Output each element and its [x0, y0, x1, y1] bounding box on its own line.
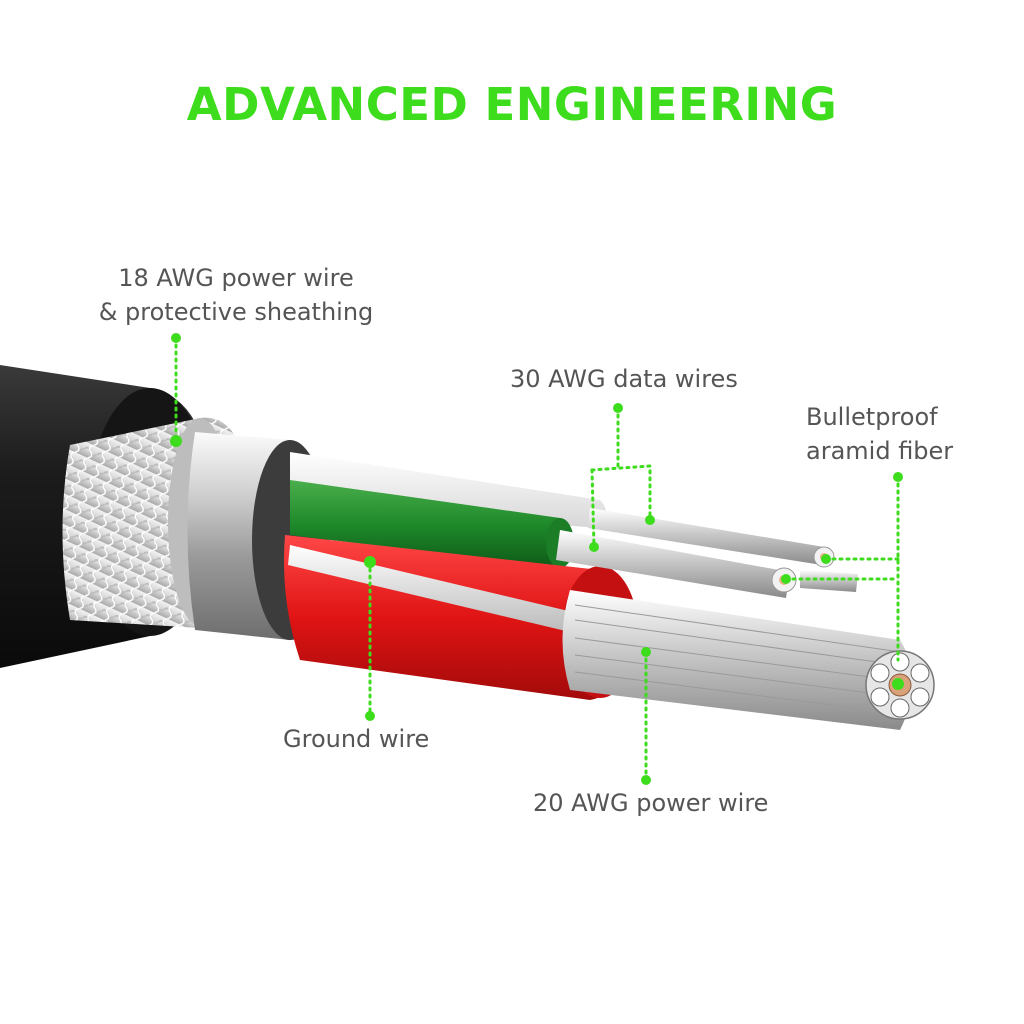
- label-30awg-data: 30 AWG data wires: [510, 365, 738, 393]
- label-aramid-fiber: Bulletproof aramid fiber: [806, 400, 953, 468]
- label-20awg-power: 20 AWG power wire: [533, 789, 769, 817]
- label-18awg-line1: 18 AWG power wire: [118, 264, 354, 292]
- label-aramid-line2: aramid fiber: [806, 437, 954, 465]
- label-18awg-line2: & protective sheathing: [98, 298, 374, 326]
- callout-lines: [174, 336, 900, 782]
- callout-dots: [170, 333, 904, 785]
- page-title: ADVANCED ENGINEERING: [186, 78, 838, 131]
- power-wire-strands: [562, 590, 935, 730]
- label-ground-wire: Ground wire: [283, 725, 430, 753]
- label-aramid-line1: Bulletproof: [806, 403, 938, 431]
- label-18awg-power: 18 AWG power wire & protective sheathing: [96, 261, 376, 329]
